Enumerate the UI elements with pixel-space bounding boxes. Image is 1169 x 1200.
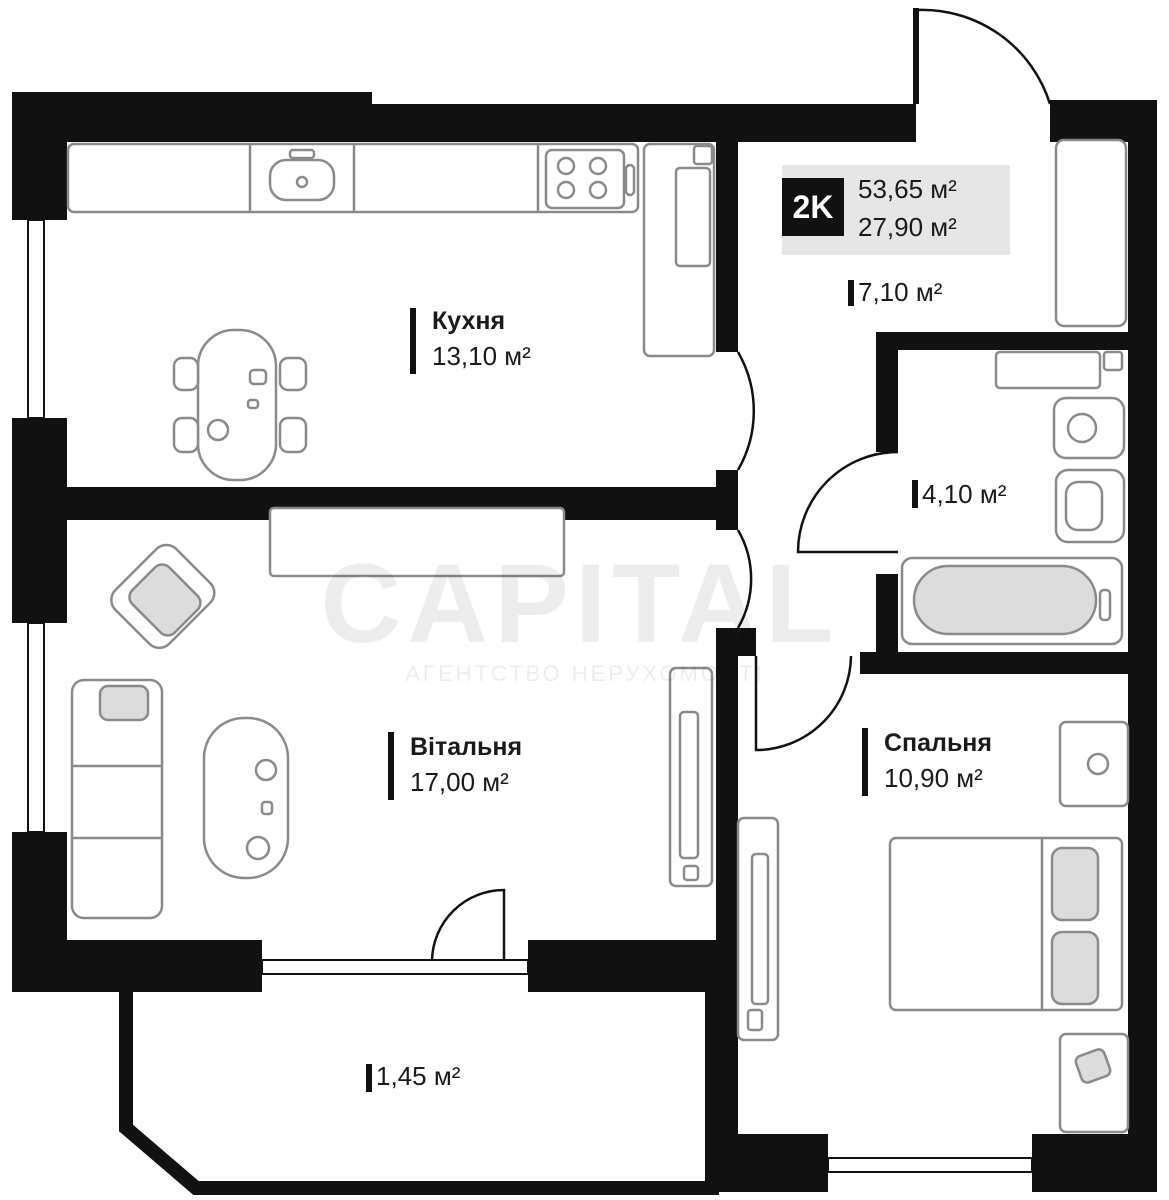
balcony-door [430, 888, 506, 961]
label-bar [862, 728, 868, 796]
living-area: 17,00 м² [410, 767, 509, 797]
bedside-table-bottom [1058, 1032, 1130, 1134]
watermark-tagline: АГЕНТСТВО НЕРУХОМОСТІ [405, 661, 765, 686]
hall-area: 7,10 м² [858, 277, 943, 307]
furniture [66, 138, 1130, 1134]
balcony-outline [119, 992, 719, 1195]
coffee-table [202, 716, 290, 880]
kitchen-name: Кухня [432, 307, 506, 335]
washing-machine [994, 350, 1102, 390]
doors [430, 8, 1052, 961]
windows [27, 219, 1033, 1173]
total-area: 53,65 м² [858, 174, 957, 204]
label-bar [848, 280, 854, 306]
balcony-area: 1,45 м² [376, 1061, 461, 1091]
bedroom-name: Спальня [884, 729, 992, 757]
living-door [736, 529, 753, 629]
living-name: Вітальня [410, 733, 523, 761]
sofa [70, 678, 164, 920]
stove [544, 148, 626, 210]
living-area: 27,90 м² [858, 212, 957, 242]
label-bar [366, 1064, 372, 1092]
entrance-door [914, 8, 1052, 105]
label-bar [912, 480, 918, 508]
armchair [110, 543, 216, 650]
bathroom-door [796, 450, 899, 554]
tv-unit [268, 506, 566, 578]
kitchen-door [736, 351, 756, 471]
bedroom-door [754, 655, 853, 752]
watermark-brand: CAPITAL [320, 541, 840, 666]
walls [12, 92, 1157, 1192]
apartment-type-badge: 2K [782, 178, 844, 236]
dining-table [196, 328, 278, 482]
kitchen-area: 13,10 м² [432, 341, 531, 371]
label-bar [410, 308, 416, 374]
bathroom-area: 4,10 м² [922, 479, 1007, 509]
hall-wardrobe [1054, 138, 1128, 328]
label-bar [388, 732, 394, 800]
bedroom-area: 10,90 м² [884, 763, 983, 793]
